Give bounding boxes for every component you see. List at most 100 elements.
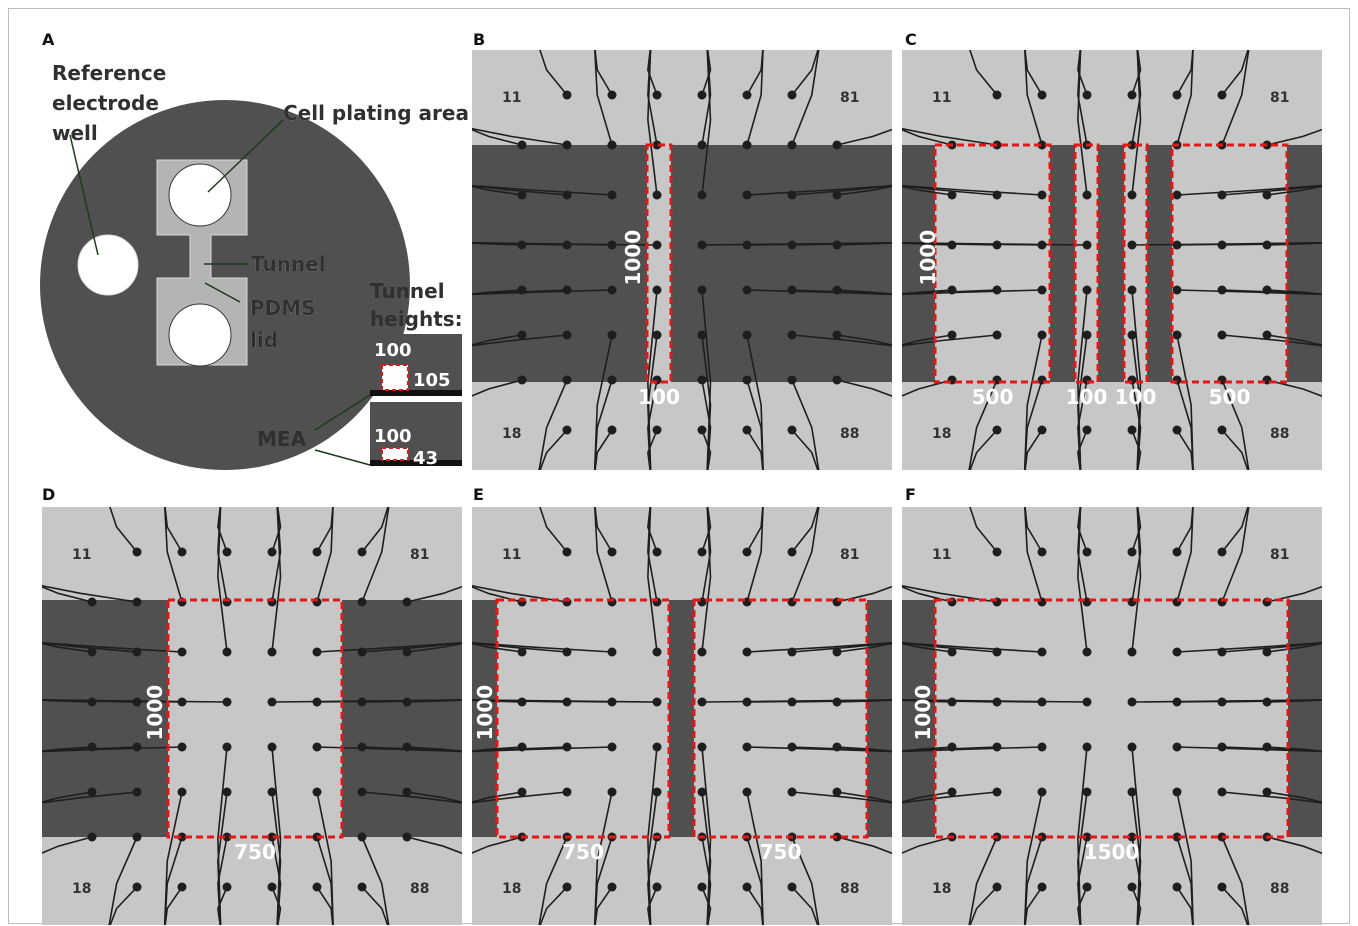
electrode-trace: [746, 836, 764, 925]
electrode: [832, 647, 842, 657]
electrode: [992, 90, 1002, 100]
electrode: [1262, 742, 1272, 752]
electrode-trace: [472, 746, 613, 753]
electrode: [1217, 425, 1227, 435]
electrode: [562, 647, 572, 657]
electrode: [832, 330, 842, 340]
channel-height-label: 1000: [621, 230, 645, 286]
reference-label-2-ink: electrode: [52, 91, 159, 115]
electrode-trace: [902, 791, 998, 804]
electrode: [1172, 330, 1182, 340]
electrode: [357, 882, 367, 892]
electrode: [1172, 90, 1182, 100]
electrode: [607, 330, 617, 340]
electrode: [1127, 787, 1137, 797]
electrode-trace: [472, 128, 523, 146]
electrode-trace: [42, 746, 183, 753]
electrode: [652, 190, 662, 200]
electrode: [1172, 285, 1182, 295]
panel-a-schematic: Reference electrode well Cell plating ar…: [40, 61, 469, 470]
electrode: [222, 647, 232, 657]
channel-width-label: 750: [562, 840, 604, 864]
electrode-trace: [1266, 379, 1322, 397]
electrode-trace: [1077, 429, 1088, 470]
electrode: [697, 90, 707, 100]
electrode-trace: [1266, 289, 1322, 295]
electrode: [947, 330, 957, 340]
cell-plating-leader-line: [207, 119, 284, 193]
electrode: [312, 742, 322, 752]
electrode-trace: [791, 429, 819, 470]
electrode-trace: [1266, 185, 1322, 196]
electrode: [177, 787, 187, 797]
electrode-trace: [539, 50, 568, 96]
electrode: [787, 647, 797, 657]
electrode-trace: [701, 836, 712, 925]
electrode: [517, 647, 527, 657]
cell-plating-label-ink: Cell plating area: [283, 101, 469, 125]
electrode: [1082, 240, 1092, 250]
electrode: [992, 547, 1002, 557]
electrode: [697, 425, 707, 435]
electrode: [1037, 547, 1047, 557]
electrode: [312, 787, 322, 797]
electrode: [312, 882, 322, 892]
panel-label-c: C: [905, 30, 917, 49]
electrode: [992, 742, 1002, 752]
electrode-number-bottom-left: 18: [502, 426, 521, 442]
electrode: [652, 330, 662, 340]
electrode-trace: [836, 242, 892, 246]
electrode-trace: [472, 836, 523, 854]
electrode-trace: [538, 836, 568, 925]
channel-width-label: 1500: [1084, 840, 1140, 864]
electrode-number-top-left: 11: [72, 547, 91, 563]
electrode-trace: [791, 507, 820, 603]
electrode-trace: [746, 429, 764, 470]
electrode: [787, 787, 797, 797]
electrode: [177, 547, 187, 557]
electrode: [607, 742, 617, 752]
channel-dashed-box: [166, 598, 344, 839]
electrode: [222, 832, 232, 842]
electrode: [697, 190, 707, 200]
electrode: [832, 190, 842, 200]
electrode: [992, 697, 1002, 707]
electrode-trace: [1131, 507, 1142, 653]
electrode-trace: [42, 791, 138, 804]
electrode: [402, 647, 412, 657]
electrode: [652, 240, 662, 250]
mea-label: MEA: [257, 427, 307, 451]
electrode: [992, 425, 1002, 435]
electrode-trace: [791, 791, 892, 804]
electrode: [267, 832, 277, 842]
electrode: [562, 547, 572, 557]
electrode-trace: [902, 334, 998, 347]
electrode-trace: [1221, 642, 1322, 653]
electrode: [607, 547, 617, 557]
electrode: [1127, 647, 1137, 657]
electrode: [1082, 647, 1092, 657]
electrode: [267, 882, 277, 892]
electrode-number-bottom-right: 88: [410, 881, 429, 897]
electrode-trace: [836, 642, 892, 653]
electrode: [357, 832, 367, 842]
electrode-trace: [701, 507, 712, 653]
electrode-trace: [902, 836, 953, 854]
electrode: [697, 375, 707, 385]
electrode: [1217, 285, 1227, 295]
electrode-trace: [1221, 379, 1250, 470]
electrode-trace: [1266, 642, 1322, 653]
electrode: [87, 787, 97, 797]
electrode: [1082, 882, 1092, 892]
electrode: [1037, 240, 1047, 250]
electrode: [742, 190, 752, 200]
electrode-trace: [472, 791, 568, 804]
electrode: [267, 697, 277, 707]
electrode-trace: [902, 242, 1088, 246]
panel-label-a: A: [42, 30, 55, 49]
electrode: [947, 240, 957, 250]
electrode-number-bottom-left: 18: [932, 881, 951, 897]
electrode-trace: [472, 184, 613, 196]
